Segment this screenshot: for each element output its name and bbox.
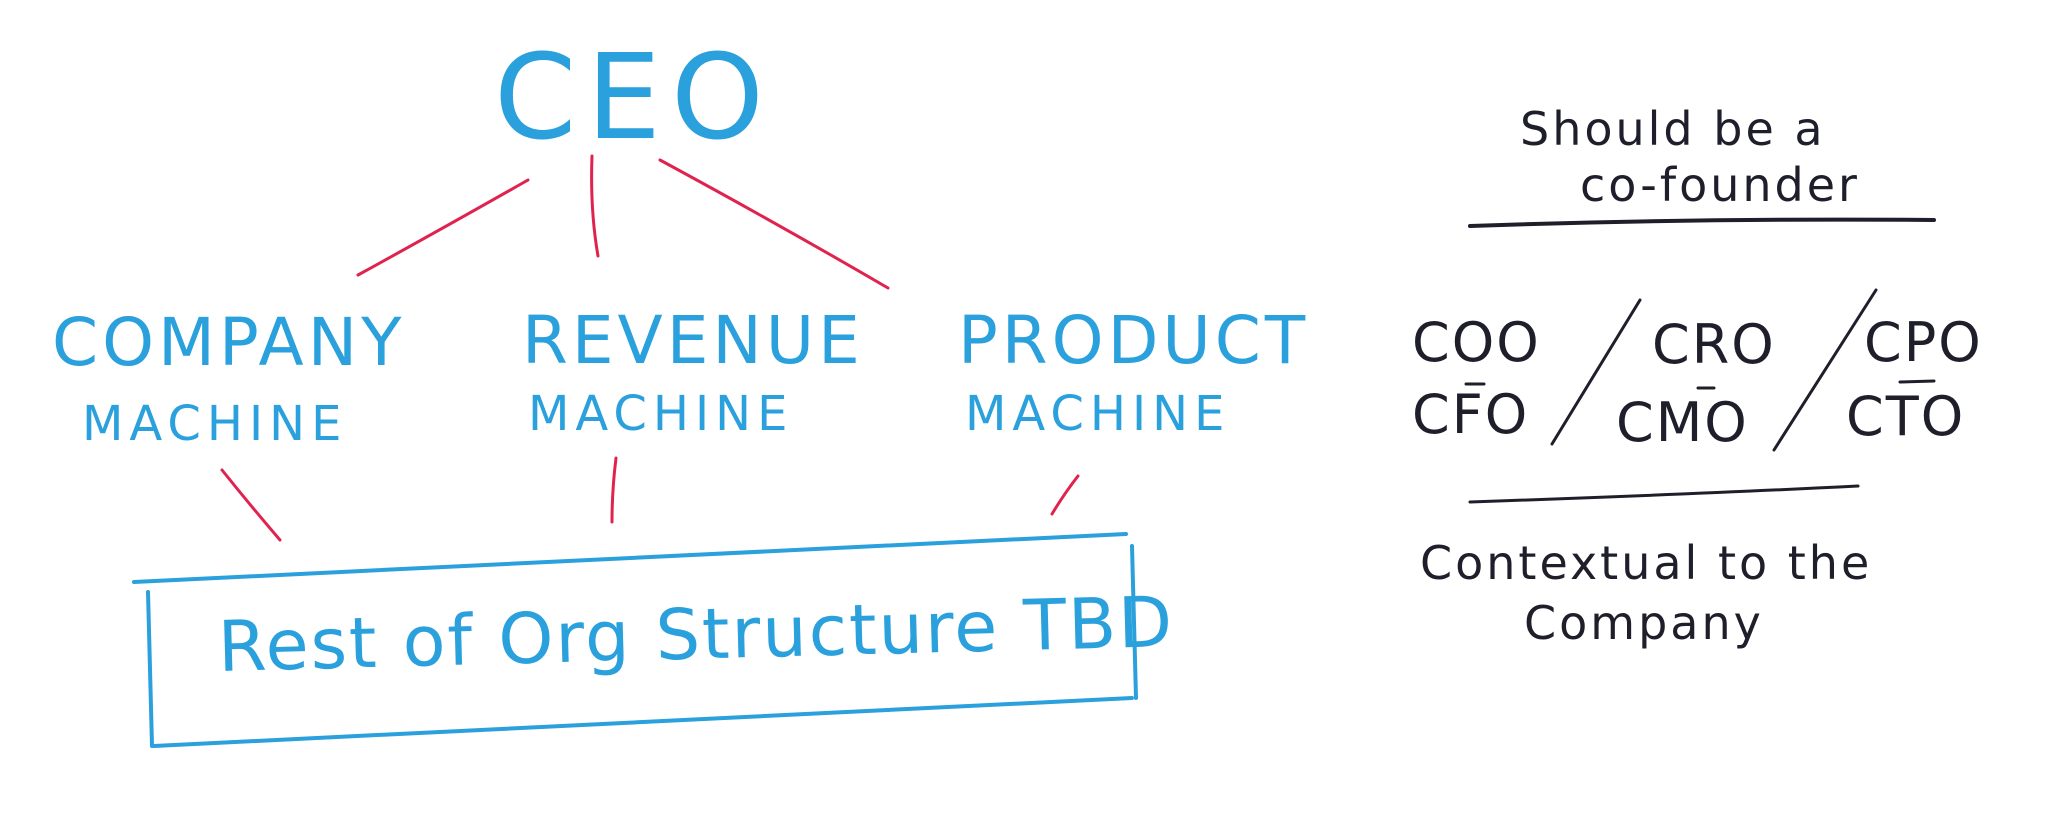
overline-cto — [1898, 379, 1936, 384]
cofounder-note-line1: Should be a — [1520, 102, 1826, 156]
role-cmo: CMO — [1616, 391, 1749, 454]
company-machine-subtitle: MACHINE — [82, 396, 348, 452]
slash-separator-2 — [1772, 288, 1878, 452]
divider-bottom — [1468, 484, 1860, 504]
connector-ceo-company — [356, 178, 530, 277]
role-cfo: CFO — [1412, 383, 1530, 446]
connector-company-box — [220, 468, 282, 542]
connector-ceo-revenue — [590, 154, 600, 258]
divider-top — [1468, 217, 1936, 228]
product-machine-title: PRODUCT — [958, 302, 1310, 379]
company-machine-title: COMPANY — [52, 304, 406, 381]
ceo-label: CEO — [494, 28, 774, 166]
product-machine-subtitle: MACHINE — [965, 386, 1231, 442]
role-cro: CRO — [1652, 313, 1776, 376]
contextual-note-line2: Company — [1524, 596, 1764, 650]
connector-revenue-box — [610, 456, 618, 524]
slash-separator-1 — [1550, 298, 1642, 446]
role-coo: COO — [1412, 311, 1541, 374]
cofounder-note-line2: co-founder — [1580, 158, 1860, 212]
connector-product-box — [1050, 474, 1080, 516]
role-cto: CTO — [1846, 385, 1966, 448]
contextual-note-line1: Contextual to the — [1420, 536, 1873, 590]
revenue-machine-title: REVENUE — [522, 302, 864, 379]
connector-ceo-product — [658, 158, 890, 290]
revenue-machine-subtitle: MACHINE — [528, 386, 794, 442]
role-cpo: CPO — [1864, 311, 1983, 374]
base-box-outline — [132, 532, 1138, 748]
